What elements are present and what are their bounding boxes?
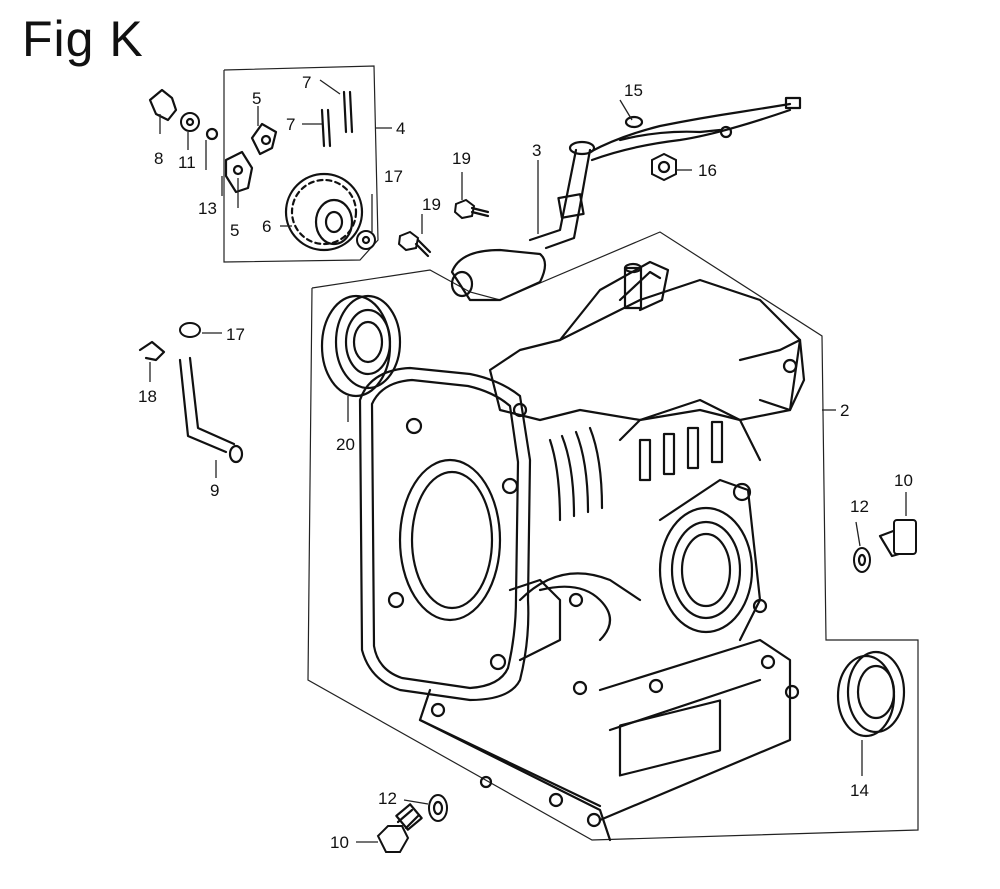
governor-group-bracket bbox=[223, 65, 392, 263]
governor-weight-13 bbox=[224, 150, 254, 194]
callout-10b: 10 bbox=[330, 833, 349, 852]
washer-11 bbox=[180, 112, 200, 132]
callout-5b: 5 bbox=[230, 221, 239, 240]
callout-8: 8 bbox=[154, 149, 163, 168]
clip-8b bbox=[205, 127, 219, 141]
callout-9: 9 bbox=[210, 481, 219, 500]
callout-labels: 2 3 4 5 5 6 7 7 8 9 10 10 11 12 12 13 14… bbox=[138, 73, 913, 852]
callout-3: 3 bbox=[532, 141, 541, 160]
governor-weight-5 bbox=[250, 122, 278, 156]
callout-7b: 7 bbox=[286, 115, 295, 134]
governor-gear-6 bbox=[284, 172, 364, 252]
nut-16 bbox=[651, 152, 677, 182]
oil-seal-14 bbox=[836, 650, 906, 738]
bolt-19-lower bbox=[397, 230, 432, 258]
callout-19b: 19 bbox=[422, 195, 441, 214]
oil-sensor-tube bbox=[450, 140, 596, 302]
washer-17-lower bbox=[179, 322, 201, 338]
callout-15: 15 bbox=[624, 81, 643, 100]
callout-19a: 19 bbox=[452, 149, 471, 168]
callout-17a: 17 bbox=[384, 167, 403, 186]
pin-7 bbox=[320, 90, 354, 148]
callout-2: 2 bbox=[840, 401, 849, 420]
callout-20: 20 bbox=[336, 435, 355, 454]
callout-17b: 17 bbox=[226, 325, 245, 344]
callout-12b: 12 bbox=[378, 789, 397, 808]
figure-title: Fig K bbox=[22, 11, 144, 67]
clip-18 bbox=[138, 340, 166, 362]
callout-13: 13 bbox=[198, 199, 217, 218]
callout-11: 11 bbox=[178, 153, 196, 172]
drain-bolt-10-right bbox=[878, 519, 917, 558]
bearing-20 bbox=[320, 294, 402, 398]
wiring-harness bbox=[588, 96, 802, 162]
callout-6: 6 bbox=[262, 217, 271, 236]
callout-14: 14 bbox=[850, 781, 869, 800]
callout-10a: 10 bbox=[894, 471, 913, 490]
callout-4: 4 bbox=[396, 119, 405, 138]
bolt-8 bbox=[148, 88, 178, 122]
washer-12-bottom bbox=[428, 794, 448, 822]
shaft-9 bbox=[178, 356, 244, 464]
callout-7a: 7 bbox=[302, 73, 311, 92]
leader-lines bbox=[149, 79, 907, 843]
crankcase-body bbox=[358, 260, 806, 842]
washer-17-upper bbox=[356, 230, 376, 250]
callout-12a: 12 bbox=[850, 497, 869, 516]
bolt-19-upper bbox=[453, 198, 490, 220]
callout-18: 18 bbox=[138, 387, 157, 406]
washer-12-right bbox=[853, 547, 871, 573]
callout-5a: 5 bbox=[252, 89, 261, 108]
callout-16: 16 bbox=[698, 161, 717, 180]
drain-bolt-10-bottom bbox=[376, 803, 423, 853]
